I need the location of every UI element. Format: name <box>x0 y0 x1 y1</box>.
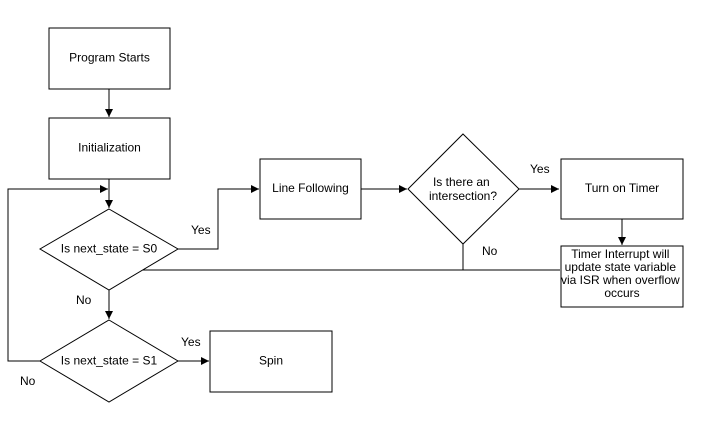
intersection-question-line-2: intersection? <box>429 189 497 203</box>
initialization-label: Initialization <box>78 141 141 155</box>
intersection-question-line-1: Is there an <box>433 175 490 189</box>
intersection-yes-label: Yes <box>530 162 550 176</box>
edge-s1-no-loop-back <box>7 185 108 362</box>
spin-label: Spin <box>259 354 283 368</box>
s0-yes-label: Yes <box>191 223 211 237</box>
turn-on-timer-label: Turn on Timer <box>585 181 659 195</box>
intersection-question-label: Is there an intersection? <box>429 175 497 203</box>
node-is-s0: Is next_state = S0 <box>39 208 179 291</box>
edges <box>7 89 626 365</box>
line-following-label: Line Following <box>272 181 349 195</box>
edge-s0-yes-to-linefollowing <box>178 185 259 250</box>
node-timer-interrupt: Timer Interrupt will update state variab… <box>560 245 684 308</box>
timer-interrupt-line-1: Timer Interrupt will <box>571 247 669 261</box>
node-line-following: Line Following <box>259 158 362 220</box>
s1-no-label: No <box>20 374 36 388</box>
node-spin: Spin <box>209 330 333 393</box>
timer-interrupt-line-4: occurs <box>604 286 639 300</box>
node-intersection-question: Is there an intersection? <box>407 133 520 245</box>
intersection-no-label: No <box>482 244 498 258</box>
s0-no-label: No <box>76 293 92 307</box>
node-turn-on-timer: Turn on Timer <box>560 158 684 220</box>
is-s0-label: Is next_state = S0 <box>61 242 158 256</box>
is-s1-label: Is next_state = S1 <box>61 354 158 368</box>
s1-yes-label: Yes <box>181 335 201 349</box>
program-starts-label: Program Starts <box>69 51 150 65</box>
timer-interrupt-label: Timer Interrupt will update state variab… <box>561 247 683 300</box>
node-is-s1: Is next_state = S1 <box>39 319 179 403</box>
node-program-starts: Program Starts <box>48 27 171 90</box>
timer-interrupt-line-3: via ISR when overflow <box>561 273 680 287</box>
node-initialization: Initialization <box>48 117 171 180</box>
timer-interrupt-line-2: update state variable <box>565 260 677 274</box>
